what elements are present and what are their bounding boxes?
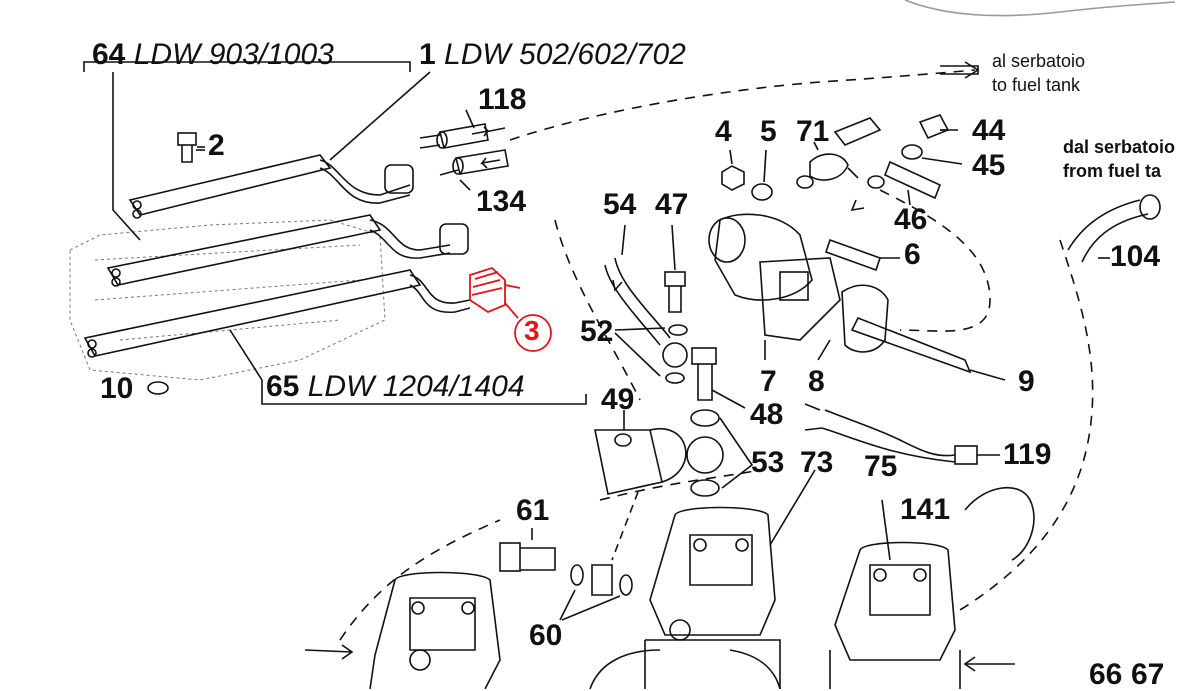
- leader-65: [229, 329, 263, 381]
- part-label-47: 47: [655, 188, 689, 221]
- washer-5: [751, 149, 773, 201]
- model-label-64: 64 LDW 903/1003: [92, 40, 334, 70]
- bracket-64: [83, 61, 411, 72]
- fuel-filter-73: [644, 469, 816, 689]
- model-number-64: 64: [92, 38, 126, 71]
- diesel-bowl: [589, 649, 781, 689]
- part-label-10: 10: [100, 372, 134, 405]
- pin-6: [824, 238, 900, 272]
- inlet-arrow-right: [963, 656, 1015, 672]
- model-number-1: 1: [419, 38, 436, 71]
- bolt-44: [918, 114, 958, 140]
- injector-rail-lower: [83, 269, 471, 358]
- part-label-48: 48: [750, 398, 784, 431]
- washer-10: [147, 381, 169, 395]
- pipe-54: [604, 224, 671, 346]
- supply-line-dashed: [959, 239, 1094, 611]
- bracket-65: [261, 380, 587, 405]
- pipe-118: [419, 109, 506, 149]
- part-label-8: 8: [808, 365, 825, 398]
- dashed-loop-right: [879, 189, 991, 332]
- dashed-left-vertical: [554, 219, 641, 401]
- note-from-tank-it: dal serbatoio: [1063, 137, 1176, 157]
- model-name-1: LDW 502/602/702: [444, 38, 686, 71]
- tube-46: [867, 160, 942, 206]
- engine-fragment-top: [904, 0, 1176, 17]
- fuel-filter-75: [829, 499, 961, 689]
- fitting-71: [796, 117, 882, 212]
- part-label-44: 44: [972, 114, 1006, 147]
- clip-141: [964, 486, 1035, 561]
- part-label-66: 66: [1089, 658, 1123, 691]
- banjo-bolt-47: [664, 224, 686, 313]
- part-label-7: 7: [760, 365, 777, 398]
- injector-rail-middle: [106, 214, 469, 287]
- part-label-104: 104: [1110, 240, 1161, 273]
- model-label-1: 1 LDW 502/602/702: [419, 40, 686, 70]
- model-number-65: 65: [266, 370, 300, 403]
- part-label-45: 45: [972, 149, 1006, 182]
- part-label-60: 60: [529, 619, 563, 652]
- part-label-6: 6: [904, 238, 921, 271]
- part-label-3-highlighted: 3: [524, 315, 540, 346]
- part-label-75: 75: [864, 450, 898, 483]
- note-from-tank-en: from fuel ta: [1063, 161, 1162, 181]
- model-name-65: LDW 1204/1404: [307, 370, 525, 403]
- part-label-46: 46: [894, 203, 928, 236]
- part-label-73: 73: [800, 446, 834, 479]
- note-to-tank-en: to fuel tank: [992, 75, 1081, 95]
- part-label-9: 9: [1018, 365, 1035, 398]
- part-label-118: 118: [478, 83, 527, 116]
- part-label-53: 53: [751, 446, 785, 479]
- bolt-2: [177, 132, 205, 163]
- washers-52: [614, 324, 688, 384]
- highlighted-connector-3: [469, 266, 552, 352]
- model-label-65: 65 LDW 1204/1404: [266, 372, 525, 402]
- fuel-filter-left: [369, 571, 501, 689]
- gasket-8: [817, 284, 889, 361]
- return-line-dashed: [509, 69, 976, 141]
- sensor-wire-119: [804, 403, 1000, 465]
- part-label-49: 49: [601, 383, 635, 416]
- part-label-52: 52: [580, 315, 614, 348]
- inlet-arrow-left: [304, 644, 354, 660]
- pipe-134: [439, 149, 509, 191]
- part-label-54: 54: [603, 188, 637, 221]
- nut-4: [721, 149, 745, 191]
- injector-rail-upper: [128, 154, 414, 219]
- part-label-4: 4: [715, 115, 732, 148]
- fuel-pump-7: [708, 213, 841, 360]
- bolt-61: [499, 528, 556, 572]
- part-label-141: 141: [900, 493, 951, 526]
- part-label-5: 5: [760, 115, 777, 148]
- part-label-2: 2: [208, 129, 225, 162]
- part-label-134: 134: [476, 185, 527, 218]
- note-to-tank-it: al serbatoio: [992, 51, 1086, 71]
- part-label-61: 61: [516, 494, 550, 527]
- arrow-to-tank: [940, 61, 980, 79]
- washers-53: [686, 409, 754, 497]
- washer-45: [901, 144, 963, 165]
- model-name-64: LDW 903/1003: [133, 38, 334, 71]
- part-label-67: 67: [1131, 658, 1165, 691]
- arrow-down-dashed: [611, 491, 639, 561]
- part-label-71: 71: [796, 115, 830, 148]
- hose-104: [1067, 194, 1161, 263]
- rod-9: [850, 316, 1006, 381]
- dashed-lower-arc: [339, 469, 761, 641]
- solenoid-49: [594, 410, 687, 495]
- part-label-119: 119: [1003, 438, 1052, 471]
- leader-64: [112, 72, 141, 241]
- spacers-60: [559, 564, 633, 621]
- leader-1: [329, 71, 431, 161]
- banjo-48: [691, 347, 746, 409]
